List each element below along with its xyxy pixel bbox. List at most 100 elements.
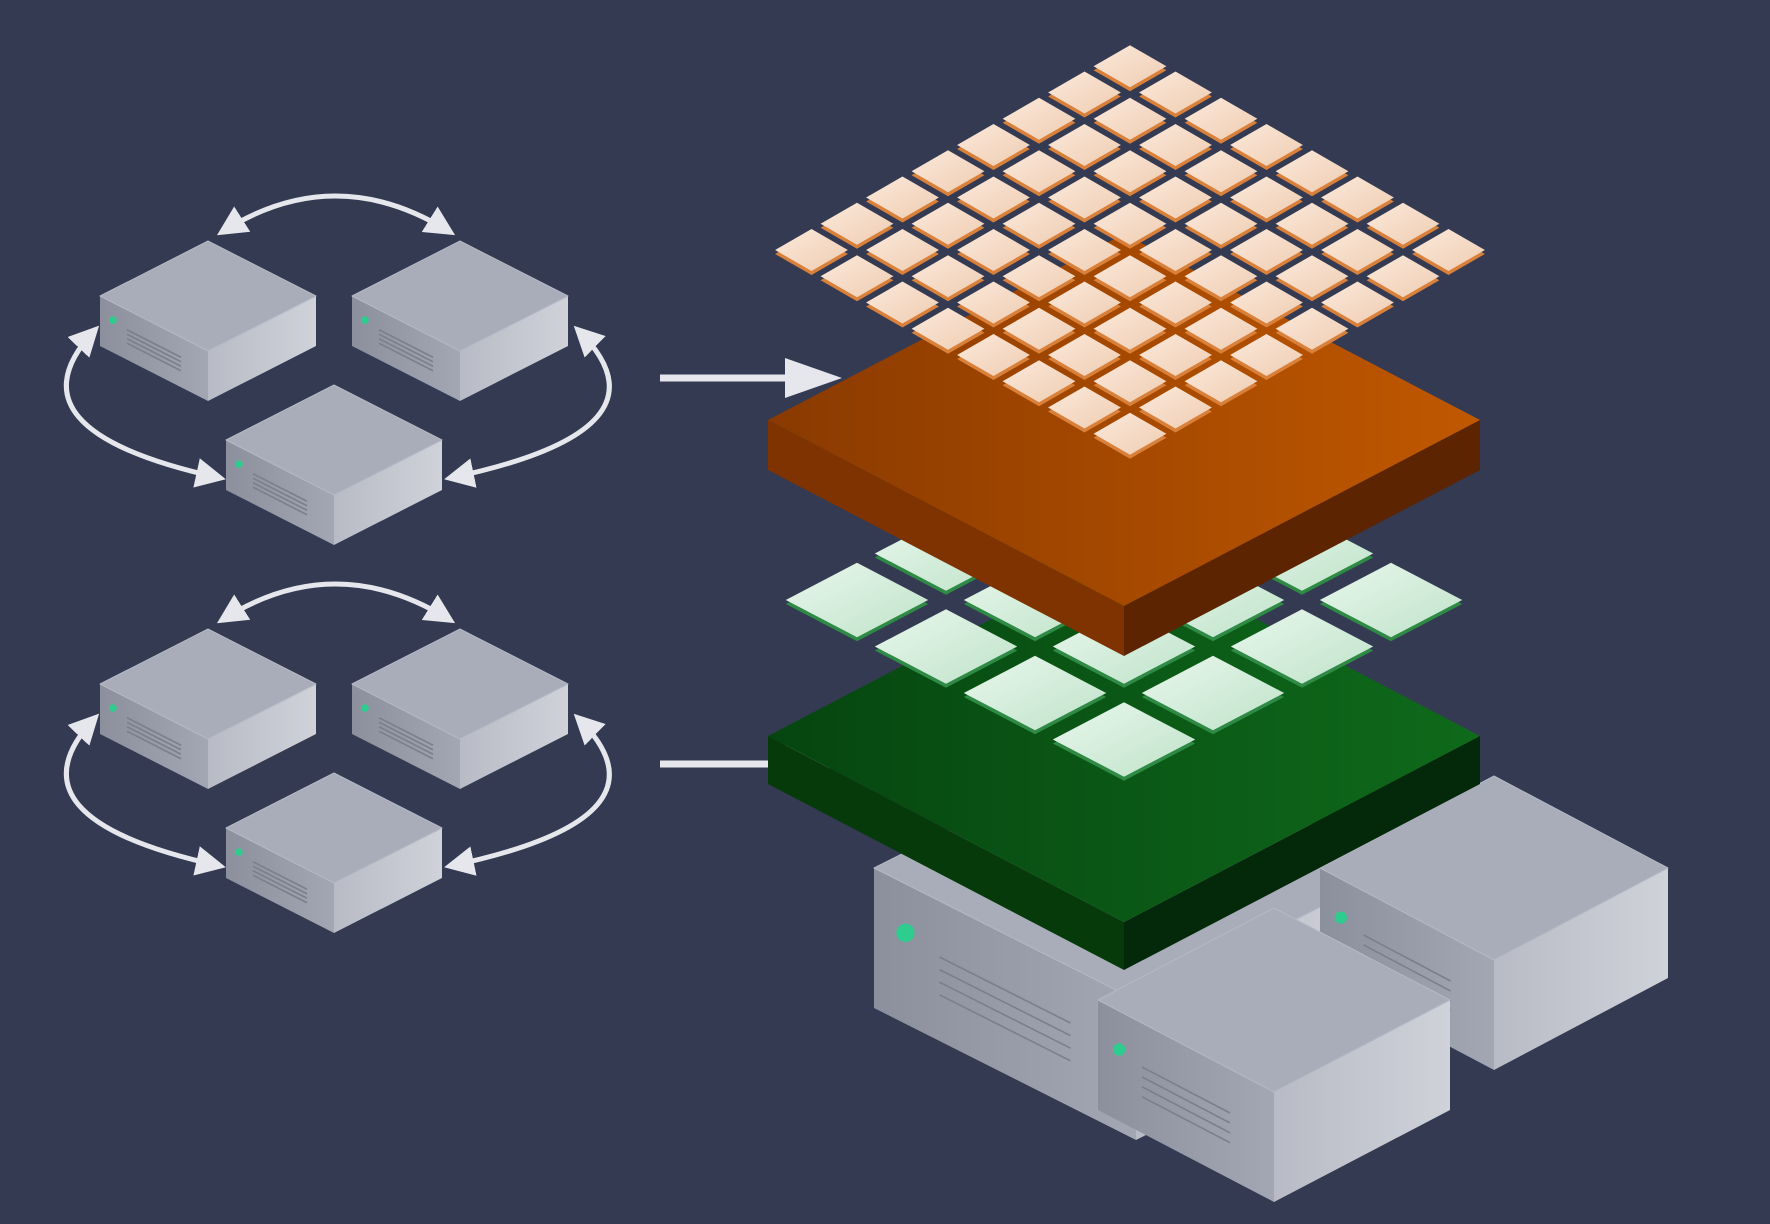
vent-line <box>378 721 434 751</box>
server-side-right <box>1494 868 1668 1070</box>
status-led-icon <box>235 460 243 468</box>
vent-line <box>126 333 182 363</box>
vent-line <box>378 342 434 372</box>
vent-line <box>378 726 434 755</box>
ring-arrows <box>64 193 612 488</box>
grid-tile <box>1275 255 1349 298</box>
server-side-right <box>334 828 442 933</box>
server-side-right <box>208 684 316 789</box>
vent-line <box>378 333 434 363</box>
grid-tile <box>1048 124 1121 166</box>
server-top <box>351 628 569 740</box>
grid-tile <box>874 609 1018 684</box>
grid-tile <box>1412 229 1485 271</box>
grid-tile <box>1230 609 1374 684</box>
grid-tile <box>1230 281 1303 324</box>
server-node-right <box>351 628 569 789</box>
grid-tile <box>957 176 1030 219</box>
grid-tile <box>957 229 1030 271</box>
grid-tile <box>1048 229 1121 271</box>
status-led-icon <box>1112 1043 1126 1056</box>
grid-tile <box>1093 45 1167 88</box>
right-stack <box>768 45 1669 1202</box>
grid-tile <box>1141 655 1285 731</box>
grid-tile <box>1093 307 1167 350</box>
grid-tile <box>1139 176 1212 219</box>
status-led-icon <box>1334 911 1347 924</box>
status-led-icon <box>109 316 117 324</box>
arrow-left-bidirectional <box>64 325 226 488</box>
server-top <box>1097 907 1451 1093</box>
grid-tile <box>1093 412 1167 455</box>
server-top <box>99 628 317 740</box>
server-side-left <box>874 868 1136 1140</box>
grid-tile <box>1093 202 1167 245</box>
server-node-left <box>99 240 317 401</box>
grid-tile <box>957 281 1030 324</box>
vent-line <box>126 717 182 746</box>
cluster-bottom <box>64 581 612 933</box>
vent-line <box>1363 944 1451 992</box>
grid-tile <box>1184 307 1258 350</box>
cluster-top <box>64 193 612 545</box>
vent-line <box>939 981 1071 1049</box>
base-server-front <box>1097 907 1451 1202</box>
status-led-icon <box>109 704 117 712</box>
grid-tile <box>1275 307 1349 350</box>
grid-tile <box>1048 334 1121 376</box>
grid-tile <box>1366 255 1440 298</box>
grid-tile <box>1002 202 1076 245</box>
grid-tile <box>820 202 894 245</box>
grid-tile <box>911 150 985 193</box>
grid-tile <box>1002 360 1076 403</box>
vent-line <box>252 874 308 904</box>
grid-tile <box>957 124 1030 166</box>
ring-arrows <box>64 581 612 876</box>
server-node-bottom <box>225 772 443 933</box>
green-platform-side-left <box>768 736 1124 970</box>
server-top <box>99 240 317 352</box>
vent-line <box>378 329 434 358</box>
vent-line <box>378 717 434 746</box>
grid-tile <box>1275 202 1349 245</box>
server-side-right <box>1274 1000 1450 1202</box>
grid-tile <box>1184 97 1258 140</box>
grid-tile <box>1002 255 1076 298</box>
grid-tile <box>1093 360 1167 403</box>
status-led-icon <box>361 316 369 324</box>
vent-line <box>126 338 182 367</box>
status-led-icon <box>235 848 243 856</box>
grid-tile <box>866 281 939 324</box>
server-side-right <box>460 684 568 789</box>
grid-tile <box>1052 702 1196 777</box>
arrow-right-bidirectional <box>444 713 612 876</box>
grid-tile <box>1048 386 1121 429</box>
vent-line <box>1363 934 1451 982</box>
vent-line <box>1141 1095 1231 1144</box>
arrow-right-bidirectional <box>444 325 612 488</box>
grid-tile <box>911 202 985 245</box>
vent-line <box>126 721 182 751</box>
orange-tile-layer <box>775 45 1485 459</box>
flow-arrow-head-icon <box>785 358 842 398</box>
server-side-right <box>208 296 316 401</box>
grid-tile <box>1321 281 1394 324</box>
vent-line <box>378 338 434 367</box>
server-side-right <box>460 296 568 401</box>
server-side-right <box>334 440 442 545</box>
grid-tile <box>1002 307 1076 350</box>
server-node-bottom <box>225 384 443 545</box>
server-side-left <box>1320 868 1494 1070</box>
server-top <box>225 772 443 884</box>
grid-tile <box>866 229 939 271</box>
vent-line <box>252 482 308 511</box>
grid-tile <box>911 255 985 298</box>
grid-tile <box>1139 334 1212 376</box>
grid-tile <box>1319 562 1463 638</box>
server-side-left <box>1098 1000 1274 1202</box>
grid-tile <box>1230 334 1303 376</box>
grid-tile <box>1139 229 1212 271</box>
grid-tile <box>1139 281 1212 324</box>
orange-platform-side-right <box>1124 420 1480 656</box>
